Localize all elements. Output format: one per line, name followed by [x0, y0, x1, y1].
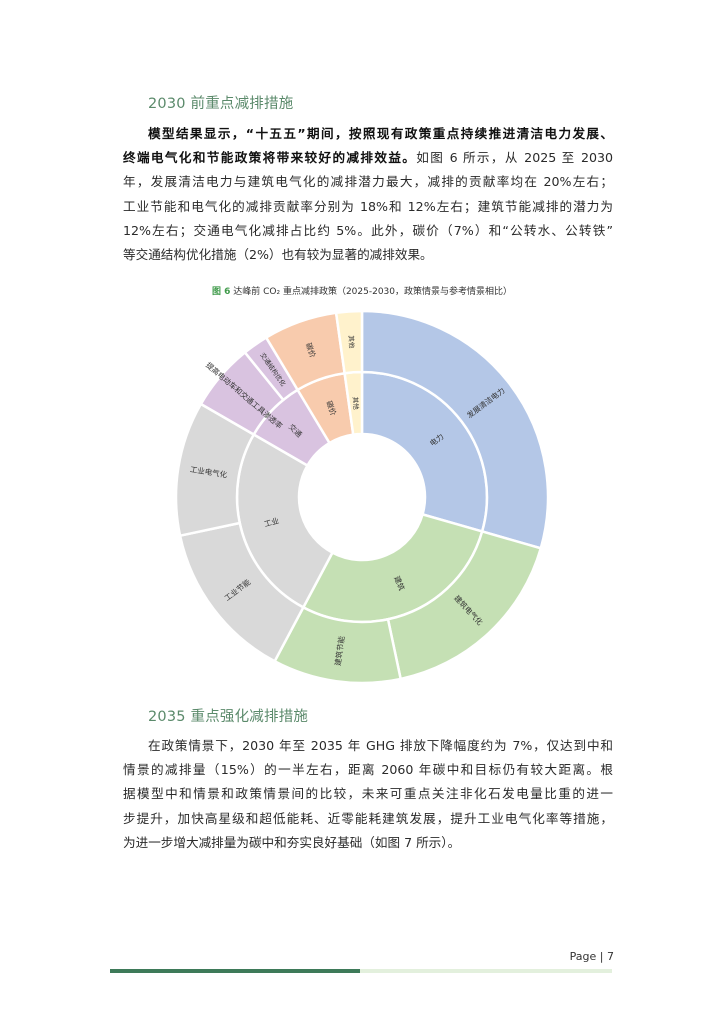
inner-label: 其他: [351, 396, 361, 410]
footer-bar-light: [360, 969, 612, 973]
line-text: 年，发展清洁电力与建筑电气化的减排潜力最大，减排的贡献率均在 20%左右；: [123, 174, 613, 190]
inner-label: 碳价: [324, 399, 339, 417]
paragraph-2030: 模型结果显示，“十五五”期间，按照现有政策重点持续推进清洁电力发展、 终端电气化…: [123, 122, 613, 267]
paragraph-2035: 在政策情景下，2030 年至 2035 年 GHG 排放下降幅度约为 7%，仅达…: [123, 734, 613, 855]
para-line: 等交通结构优化措施（2%）也有较为显著的减排效果。: [123, 243, 613, 267]
para-line: 情景的减排量（15%）的一半左右，距离 2060 年碳中和目标仍有较大距离。根: [123, 762, 613, 778]
figure-title: 达峰前 CO₂ 重点减排政策（2025-2030，政策情景与参考情景相比）: [233, 287, 513, 297]
outer-segment: [360, 309, 550, 550]
footer-bar-dark: [110, 969, 360, 973]
para-line: 12%左右；交通电气化减排占比约 5%。此外，碳价（7%）和“公转水、公转铁”: [123, 219, 613, 243]
outer-label: 其他: [347, 335, 357, 349]
line-text: 等交通结构优化措施（2%）也有较为显著的减排效果。: [123, 247, 433, 263]
para-line: 年，发展清洁电力与建筑电气化的减排潜力最大，减排的贡献率均在 20%左右；: [123, 170, 613, 194]
para-line: 模型结果显示，“十五五”期间，按照现有政策重点持续推进清洁电力发展、: [123, 122, 613, 146]
para-line: 终端电气化和节能政策将带来较好的减排效益。如图 6 所示，从 2025 至 20…: [123, 146, 613, 170]
section-heading-2030: 2030 前重点减排措施: [148, 96, 294, 112]
para-line: 步提升，加快高星级和超低能耗、近零能耗建筑发展，提升工业电气化率等措施，: [123, 810, 613, 826]
line-text: 12%左右；交通电气化减排占比约 5%。此外，碳价（7%）和“公转水、公转铁”: [123, 222, 613, 238]
bold-text: 终端电气化和节能政策将带来较好的减排效益。: [123, 150, 417, 166]
figure-caption: 图 6 达峰前 CO₂ 重点减排政策（2025-2030，政策情景与参考情景相比…: [0, 284, 724, 297]
para-line: 据模型中和情景和政策情景间的比较，未来可重点关注非化石发电量比重的进一: [123, 786, 613, 802]
page-number: Page | 7: [569, 950, 614, 963]
line-text: 工业节能和电气化的减排贡献率分别为 18%和 12%左右；建筑节能减排的潜力为: [123, 198, 613, 214]
figure-label: 图 6: [211, 287, 231, 297]
outer-segment: [334, 309, 364, 375]
inner-label: 工业: [263, 515, 281, 529]
para-line: 在政策情景下，2030 年至 2035 年 GHG 排放下降幅度约为 7%，仅达…: [148, 738, 613, 753]
bold-text: 模型结果显示，“十五五”期间，按照现有政策重点持续推进清洁电力发展、: [148, 126, 613, 141]
para-line: 为进一步增大减排量为碳中和夯实良好基础（如图 7 所示）。: [123, 834, 461, 850]
section-heading-2035: 2035 重点强化减排措施: [148, 709, 309, 725]
line-text: 如图 6 所示，从 2025 至 2030: [416, 150, 613, 166]
outer-label: 碳价: [304, 341, 319, 359]
para-line: 工业节能和电气化的减排贡献率分别为 18%和 12%左右；建筑节能减排的潜力为: [123, 195, 613, 219]
outer-label: 建筑节能: [332, 635, 346, 667]
